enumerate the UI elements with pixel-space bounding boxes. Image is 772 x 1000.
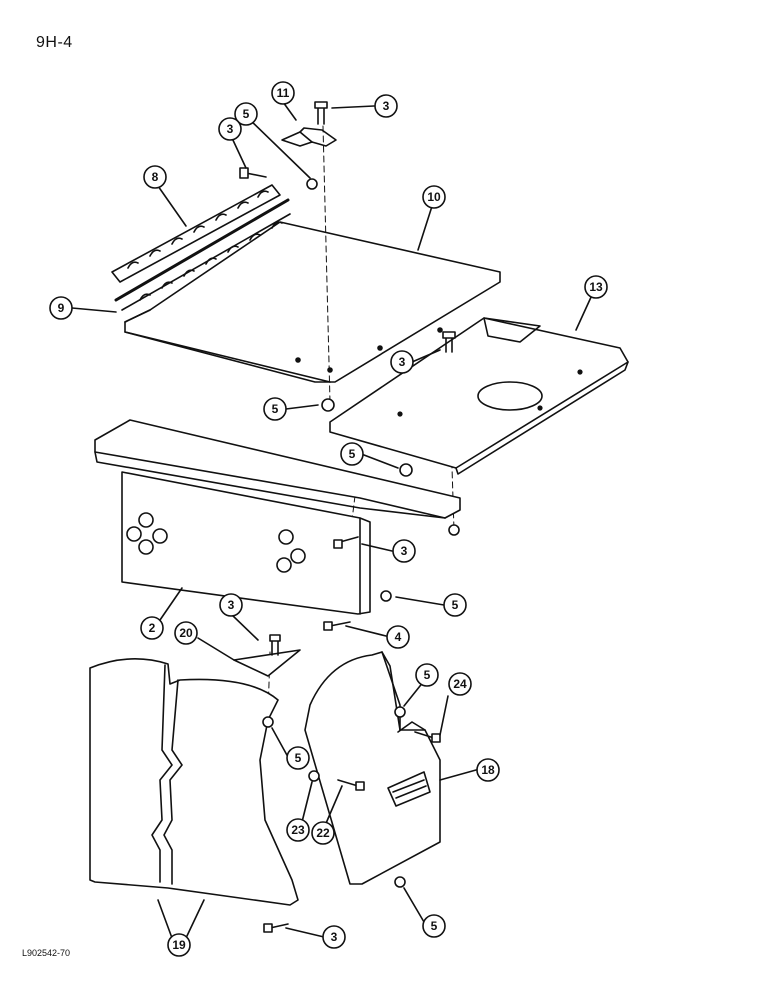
callout-circle [174, 621, 198, 645]
screw [269, 634, 281, 656]
callout-label: 3 [227, 122, 234, 136]
callout-circle [392, 539, 416, 563]
callout-circle [263, 397, 287, 421]
callout-label: 5 [431, 919, 438, 933]
callout-circle [584, 275, 608, 299]
callout-label: 20 [179, 626, 193, 640]
callout-circle [443, 593, 467, 617]
callout-circle [386, 625, 410, 649]
callout-label: 3 [399, 355, 406, 369]
callout-circle [415, 663, 439, 687]
figure-code: L902542-70 [22, 948, 71, 958]
callout-label: 3 [401, 544, 408, 558]
callout-circle [271, 81, 295, 105]
right-tray-panel [329, 317, 629, 475]
callout-label: 5 [295, 751, 302, 765]
callout-circle [286, 818, 310, 842]
left-side-panel [89, 658, 299, 906]
hinge-strip [111, 184, 281, 283]
callout-circle [167, 933, 191, 957]
screw [323, 621, 351, 631]
screw [442, 331, 456, 353]
callout-circle [422, 185, 446, 209]
callout-label: 3 [331, 930, 338, 944]
callout-circle [448, 672, 472, 696]
callout-circle [390, 350, 414, 374]
callout-circle [422, 914, 446, 938]
callout-label: 5 [272, 402, 279, 416]
nut [399, 463, 413, 477]
callout-label: 18 [481, 763, 495, 777]
callout-label: 5 [243, 107, 250, 121]
callout-circle [311, 821, 335, 845]
nut [394, 876, 406, 888]
cross-bracket [94, 419, 461, 519]
callout-label: 5 [452, 598, 459, 612]
callout-label: 5 [424, 668, 431, 682]
callout-circle [218, 117, 242, 141]
screw [337, 779, 365, 791]
top-cover-plate [124, 221, 501, 383]
callout-label: 11 [277, 86, 290, 100]
callout-circle [143, 165, 167, 189]
nut [380, 590, 392, 602]
callout-label: 23 [291, 823, 305, 837]
callout-label: 3 [383, 99, 390, 113]
callout-label: 24 [453, 677, 467, 691]
callout-label: 8 [152, 170, 159, 184]
nut [321, 398, 335, 412]
callout-circle [374, 94, 398, 118]
callout-circle [322, 925, 346, 949]
right-side-panel [304, 651, 441, 885]
screw [239, 167, 267, 179]
nut [394, 706, 406, 718]
triangle-plate [233, 649, 301, 677]
callout-circle [234, 102, 258, 126]
callout-label: 3 [228, 598, 235, 612]
nut [448, 524, 460, 536]
front-panel [121, 471, 371, 615]
callout-circle [219, 593, 243, 617]
screw [314, 101, 328, 125]
page-number: 9H-4 [36, 34, 73, 51]
hinge-rod [114, 198, 290, 302]
nut [308, 770, 320, 782]
callout-label: 4 [395, 630, 402, 644]
callout-circle [286, 746, 310, 770]
screw [263, 923, 289, 933]
callout-circle [476, 758, 500, 782]
callout-circle [340, 442, 364, 466]
callout-label: 19 [172, 938, 186, 952]
callout-label: 22 [316, 826, 330, 840]
callout-label: 2 [149, 621, 156, 635]
nut [306, 178, 318, 190]
callout-circle [140, 616, 164, 640]
callout-circle [49, 296, 73, 320]
screw [414, 731, 441, 743]
callout-label: 10 [427, 190, 441, 204]
strap-clip [281, 127, 337, 147]
callout-label: 9 [58, 301, 65, 315]
screw [333, 536, 359, 549]
callout-label: 5 [349, 447, 356, 461]
callout-label: 13 [589, 280, 603, 294]
